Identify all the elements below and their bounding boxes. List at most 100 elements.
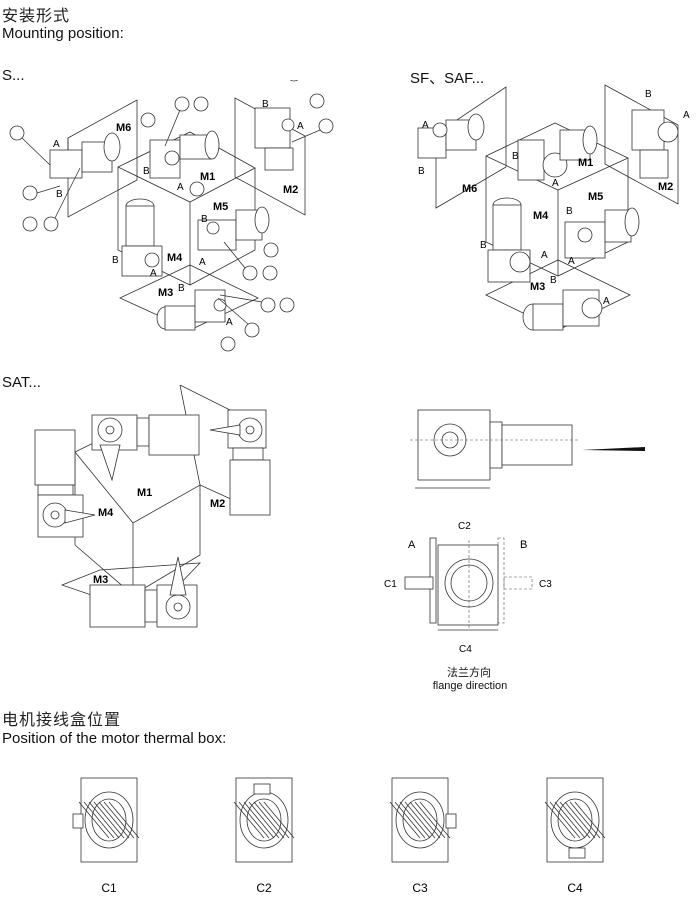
s-motor-m6 xyxy=(49,132,121,179)
front-view-flange xyxy=(404,537,533,631)
oil-level-icon xyxy=(309,93,325,109)
s-symbols xyxy=(9,80,334,352)
oil-level-icon xyxy=(244,322,260,338)
sf-side-b: B xyxy=(645,89,652,100)
s-side-a: A xyxy=(226,317,233,328)
s-side-a: A xyxy=(199,257,206,268)
flange-diagram: C2 A B C1 C3 C4 xyxy=(384,409,645,655)
sf-side-a: A xyxy=(552,178,559,189)
s-label-m1: M1 xyxy=(200,171,215,183)
flange-c4: C4 xyxy=(459,644,472,655)
s-motor-m1 xyxy=(149,130,220,179)
breather-valve-icon xyxy=(242,265,258,281)
thermal-box-label: C1 xyxy=(101,881,117,895)
oil-level-icon xyxy=(140,112,156,128)
sf-side-b: B xyxy=(480,240,487,251)
s-label-m5: M5 xyxy=(213,201,228,213)
oil-drain-icon xyxy=(318,118,334,134)
sf-side-b: B xyxy=(418,166,425,177)
s-side-b: B xyxy=(262,99,269,110)
thermal-box-label: C4 xyxy=(567,881,583,895)
sf-motor-m2 xyxy=(631,109,679,179)
s-label-m2: M2 xyxy=(283,184,298,196)
thermal-box-option-c1: C1 xyxy=(72,777,140,895)
flange-c2: C2 xyxy=(458,521,471,532)
breather-valve-icon xyxy=(289,80,299,82)
thermal-box-option-c2: C2 xyxy=(233,777,295,895)
sf-side-b: B xyxy=(566,206,573,217)
flange-caption-cn: 法兰方向 xyxy=(447,667,491,679)
s-label-m4: M4 xyxy=(167,252,183,264)
sat-motor-m4 xyxy=(34,429,96,538)
thermal-box-options: C1 C2 C3 C4 xyxy=(72,777,606,895)
thermal-box-label: C3 xyxy=(412,881,428,895)
thermal-box-option-c3: C3 xyxy=(389,777,457,895)
sat-mounting-diagram: M1 M2 M4 M3 xyxy=(34,385,271,628)
thermal-box-option-c4: C4 xyxy=(544,777,606,895)
sf-side-a: A xyxy=(568,256,575,267)
sf-label-m4: M4 xyxy=(533,210,549,222)
s-side-a: A xyxy=(297,121,304,132)
sf-side-b: B xyxy=(550,275,557,286)
sat-label-m2: M2 xyxy=(210,498,225,510)
s-cube xyxy=(117,131,256,286)
sf-motor-m3 xyxy=(522,289,603,331)
s-label-m3: M3 xyxy=(158,287,173,299)
oil-fill-vent-icon xyxy=(193,96,209,112)
sat-motor-m1 xyxy=(91,414,200,482)
sf-side-a: A xyxy=(422,120,429,131)
s-side-a: A xyxy=(177,182,184,193)
sf-motor-m4 xyxy=(487,197,531,283)
sf-motor-m5 xyxy=(564,207,640,259)
breather-valve-icon xyxy=(260,297,276,313)
arrow-icon xyxy=(582,447,645,451)
s-label-m6: M6 xyxy=(116,122,131,134)
oil-drain-icon xyxy=(189,181,205,197)
s-mounting-diagram: M6 M1 M2 M5 M4 M3 A B B A B A B A B A B … xyxy=(9,80,334,352)
sat-label-m3: M3 xyxy=(93,574,108,586)
s-motor-m4 xyxy=(121,198,163,277)
breather-valve-icon xyxy=(43,216,59,232)
breather-valve-icon xyxy=(174,96,190,112)
thermal-title-en: Position of the motor thermal box: xyxy=(2,730,227,747)
terminal-box-icon xyxy=(72,813,84,829)
s-motor-m2 xyxy=(254,107,295,171)
s-side-a: A xyxy=(53,139,60,150)
sat-label-m4: M4 xyxy=(98,507,114,519)
oil-drain-icon xyxy=(22,185,38,201)
sf-motor-m1 xyxy=(517,125,598,181)
sf-side-a: A xyxy=(683,110,690,121)
thermal-title-cn: 电机接线盒位置 xyxy=(2,712,122,729)
oil-fill-vent-icon xyxy=(262,265,278,281)
terminal-box-icon xyxy=(568,847,586,859)
s-side-b: B xyxy=(56,189,63,200)
thermal-box-label: C2 xyxy=(256,881,272,895)
s-side-b: B xyxy=(112,255,119,266)
sf-label-m3: M3 xyxy=(530,281,545,293)
thermal-box-diagrams: C1 C2 C3 C4 xyxy=(72,777,606,895)
mounting-title-en: Mounting position: xyxy=(2,25,124,42)
mounting-title-cn: 安装形式 xyxy=(2,8,71,25)
section-sf-label: SF、SAF... xyxy=(410,70,485,87)
oil-level-icon xyxy=(263,242,279,258)
s-side-b: B xyxy=(178,283,185,294)
terminal-box-icon xyxy=(253,783,271,795)
sf-motor-m6 xyxy=(417,113,485,159)
flange-b: B xyxy=(520,539,527,551)
s-motor-m5 xyxy=(197,206,270,251)
sat-motor-m3 xyxy=(89,556,198,628)
flange-a: A xyxy=(408,539,416,551)
sat-label-m1: M1 xyxy=(137,487,152,499)
s-side-b: B xyxy=(201,214,208,225)
flange-caption-en: flange direction xyxy=(432,680,508,692)
flange-c1: C1 xyxy=(384,579,397,590)
section-s-label: S... xyxy=(2,67,25,84)
sf-label-m2: M2 xyxy=(658,181,673,193)
section-sat-label: SAT... xyxy=(2,374,41,391)
sf-plane-m6 xyxy=(435,86,507,209)
sf-side-a: A xyxy=(603,296,610,307)
sat-motor-m2 xyxy=(209,409,271,516)
sf-label-m6: M6 xyxy=(462,183,477,195)
sf-label-m5: M5 xyxy=(588,191,603,203)
oil-drain-icon xyxy=(220,336,236,352)
